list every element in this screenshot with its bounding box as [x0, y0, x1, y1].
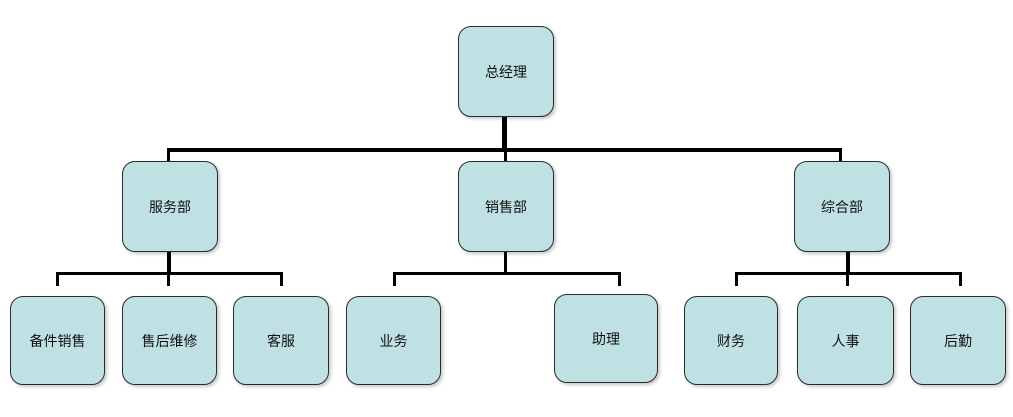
node-root: 总经理	[458, 26, 554, 117]
connector-drop-houqin	[959, 272, 962, 286]
node-dept-zonghebu: 综合部	[794, 161, 890, 252]
node-dept-fuwubu: 服务部	[122, 161, 218, 252]
connector-drop-beijian	[56, 272, 59, 286]
connector-drop-kefu	[280, 272, 283, 286]
connector-bus-xiaoshoubu	[393, 272, 621, 275]
node-unit-yewu: 业务	[346, 296, 441, 385]
node-unit-houqin: 后勤	[910, 296, 1006, 385]
connector-drop-fuwubu	[167, 148, 170, 162]
connector-xiaoshoubu-down	[504, 251, 507, 275]
connector-drop-shouhou	[167, 272, 170, 286]
node-dept-xiaoshoubu: 销售部	[458, 161, 554, 252]
connector-drop-zonghebu	[839, 148, 842, 162]
node-unit-kefu: 客服	[233, 296, 329, 385]
node-unit-renshi: 人事	[797, 296, 894, 385]
connector-drop-yewu	[393, 272, 396, 286]
connector-drop-xiaoshoubu	[504, 148, 507, 162]
connector-drop-zhuli	[618, 272, 621, 286]
node-unit-shouhou-weixiu: 售后维修	[122, 296, 217, 385]
connector-drop-caiwu	[735, 272, 738, 286]
node-unit-zhuli: 助理	[554, 294, 658, 383]
node-unit-caiwu: 财务	[684, 296, 778, 385]
connector-drop-renshi	[846, 272, 849, 286]
connector-zonghebu-down	[846, 251, 850, 275]
connector-root-down	[502, 116, 507, 150]
node-unit-beijian-xiaoshou: 备件销售	[10, 296, 105, 385]
connector-fuwubu-down	[167, 251, 171, 275]
